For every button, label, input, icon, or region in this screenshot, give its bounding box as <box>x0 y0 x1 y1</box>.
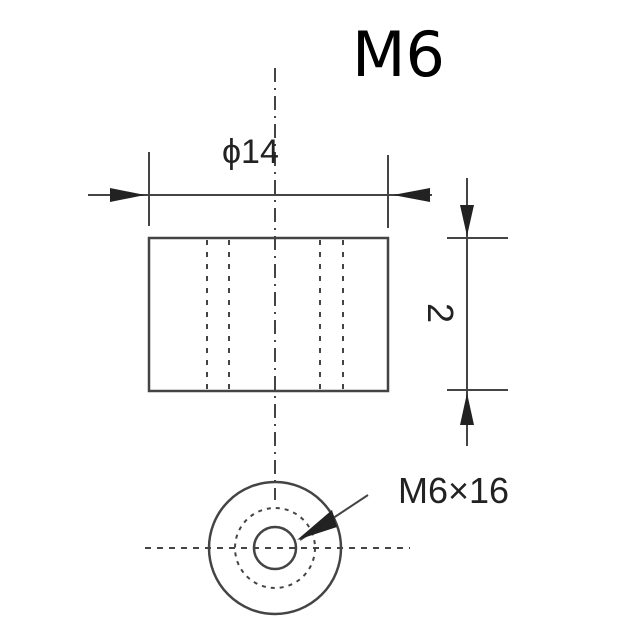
diameter-label: ϕ14 <box>222 133 279 171</box>
side-view-body <box>147 236 390 393</box>
hidden-lines <box>206 240 344 390</box>
thickness-label: 2 <box>420 302 462 324</box>
bore-circle <box>252 525 298 571</box>
drawing-title: M6 <box>352 18 445 91</box>
thread-label: M6×16 <box>398 470 510 511</box>
arrowheads <box>110 188 474 540</box>
thread-circle <box>234 507 316 589</box>
outer-circle <box>207 480 343 616</box>
